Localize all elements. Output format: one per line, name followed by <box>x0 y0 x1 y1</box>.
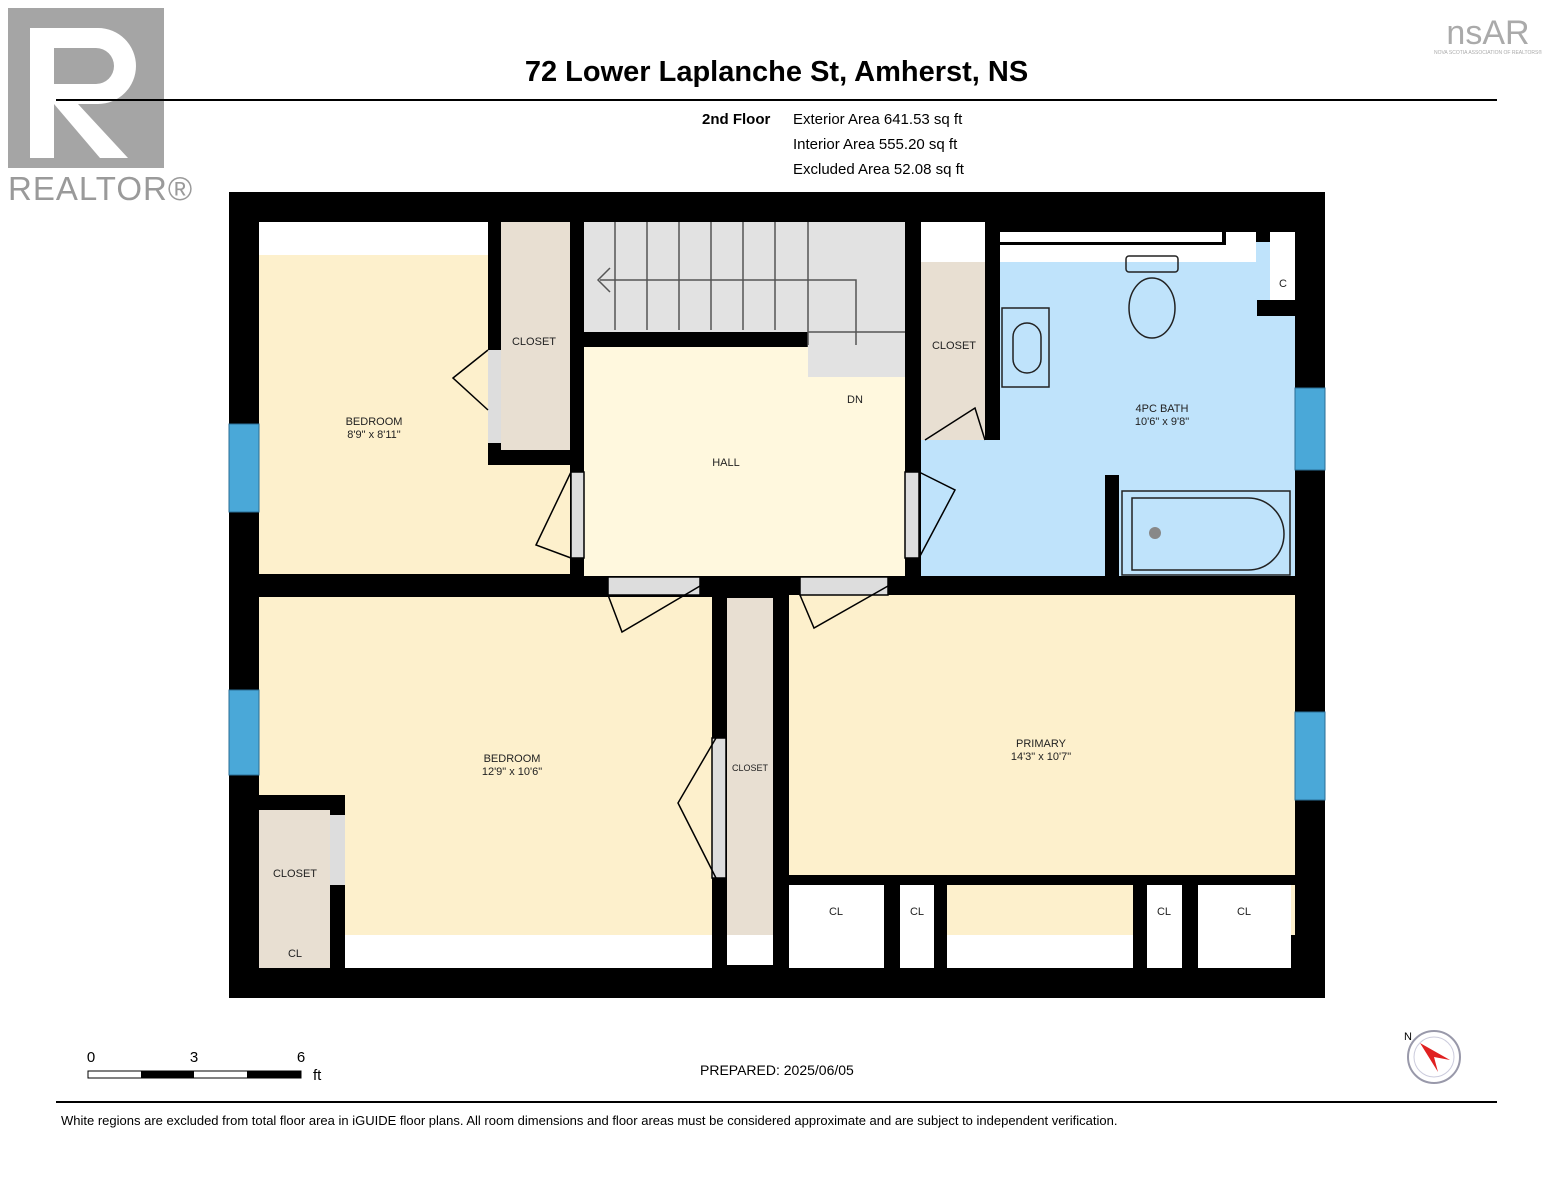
scale-unit: ft <box>313 1067 322 1084</box>
nsar-subtitle: NOVA SCOTIA ASSOCIATION OF REALTORS® <box>1433 50 1543 56</box>
compass-north: N <box>1404 1031 1412 1043</box>
closet-cl-4 <box>1198 885 1291 968</box>
cl-label: CL <box>1157 906 1171 918</box>
disclaimer: White regions are excluded from total fl… <box>61 1113 1118 1128</box>
closet-label: CLOSET <box>732 763 769 773</box>
primary-name: PRIMARY <box>1016 738 1067 750</box>
page-title: 72 Lower Laplanche St, Amherst, NS <box>524 56 1029 88</box>
prepared-date: PREPARED: 2025/06/05 <box>700 1062 854 1078</box>
closet-middle <box>727 598 773 935</box>
interior-area: Interior Area 555.20 sq ft <box>793 136 958 153</box>
closet-bedroom-2 <box>259 810 330 968</box>
bedroom-1-dims: 8'9" x 8'11" <box>347 429 400 441</box>
stairs-label: DN <box>847 394 863 406</box>
scale-tick-3: 3 <box>190 1049 198 1066</box>
bedroom-2-dims: 12'9" x 10'6" <box>482 766 542 778</box>
closet-label: CLOSET <box>273 868 317 880</box>
closet-cl-2 <box>900 885 934 968</box>
floor-plan: BEDROOM 8'9" x 8'11" CLOSET HALL DN CLOS… <box>87 192 1461 1084</box>
bath-dims: 10'6" x 9'8" <box>1135 416 1189 428</box>
scale-tick-6: 6 <box>297 1049 305 1066</box>
cl-label: CL <box>829 906 843 918</box>
floor-label: 2nd Floor <box>702 111 771 128</box>
primary-dims: 14'3" x 10'7" <box>1011 751 1071 763</box>
closet-label: CLOSET <box>932 340 976 352</box>
nsar-logo: nsAR NOVA SCOTIA ASSOCIATION OF REALTORS… <box>1432 16 1544 56</box>
closet-label: CLOSET <box>512 336 556 348</box>
closet-bedroom-1 <box>501 222 570 450</box>
doors <box>451 349 986 879</box>
closet-cl-1 <box>789 885 884 968</box>
nsar-wordmark: nsAR <box>1446 14 1530 52</box>
scale-tick-0: 0 <box>87 1049 95 1066</box>
scale-bar: 0 3 6 ft <box>87 1049 322 1084</box>
closet-c <box>1270 232 1295 300</box>
realtor-wordmark: REALTOR® <box>8 170 194 207</box>
excluded-area: Excluded Area 52.08 sq ft <box>793 161 964 178</box>
bedroom-2-name: BEDROOM <box>484 753 541 765</box>
realtor-r-icon <box>8 8 164 168</box>
top-divider <box>56 99 1497 101</box>
bottom-divider <box>56 1101 1497 1103</box>
bedroom-1-name: BEDROOM <box>346 416 403 428</box>
compass-icon: N <box>1404 1030 1461 1084</box>
stairs <box>584 222 905 332</box>
bath-name: 4PC BATH <box>1136 403 1189 415</box>
cl-label: CL <box>288 948 302 960</box>
hall-name: HALL <box>712 457 740 469</box>
windows <box>228 387 1326 801</box>
closet-hall <box>921 262 985 440</box>
realtor-logo <box>8 8 164 168</box>
closet-cl-3 <box>1147 885 1182 968</box>
exterior-area: Exterior Area 641.53 sq ft <box>793 111 963 128</box>
closet-c-label: C <box>1279 278 1287 290</box>
cl-label: CL <box>1237 906 1251 918</box>
room-hall <box>584 347 905 576</box>
cl-label: CL <box>910 906 924 918</box>
room-bedroom-1 <box>259 255 488 574</box>
